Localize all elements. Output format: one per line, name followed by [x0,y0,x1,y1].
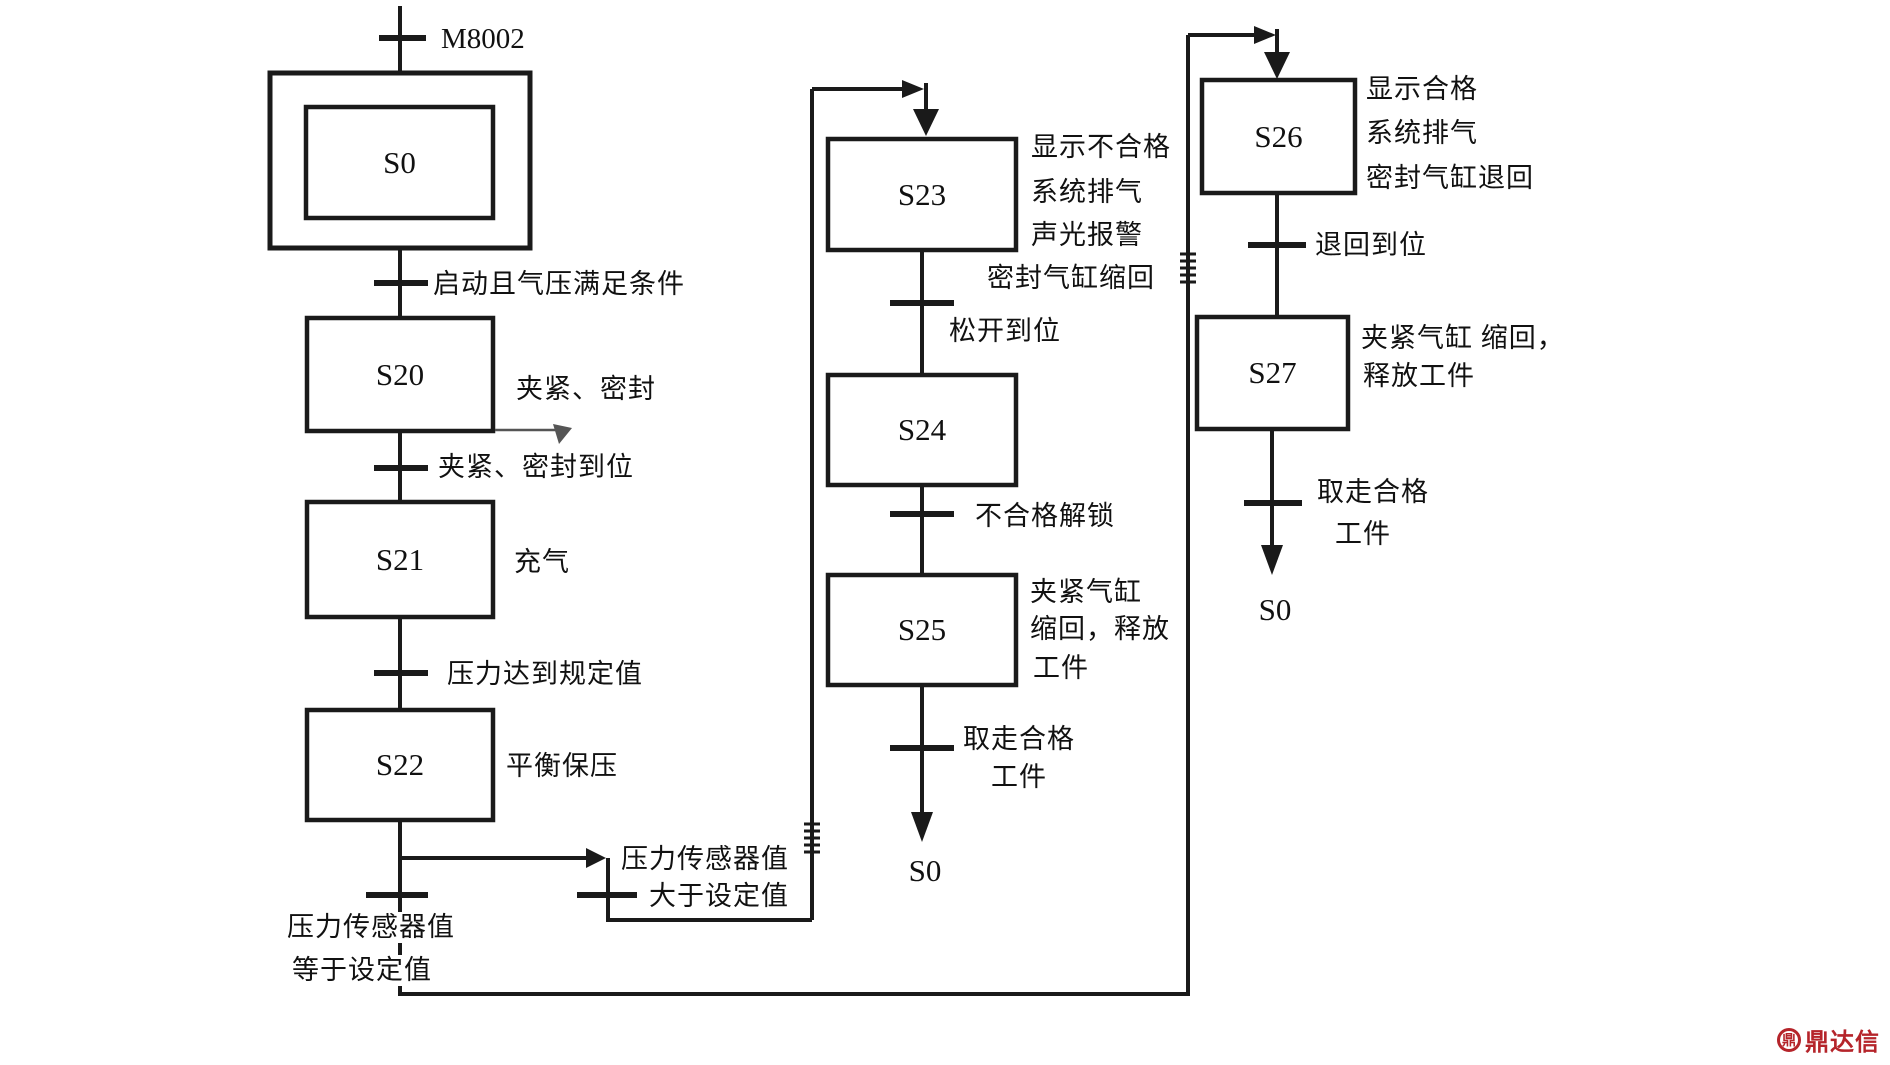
step-s25-label: S25 [897,612,947,647]
middle-column-lines [825,136,1019,842]
step-s24-label: S24 [897,412,947,447]
middle-entry-down-arrowhead-icon [913,109,939,136]
left-column-lines [267,6,1190,996]
middle-jump-arrowhead-icon [911,812,933,842]
branch-right-arrowhead-icon [586,848,606,868]
action-s25-label-line3: 工件 [1033,653,1089,683]
action-s21-label: 充气 [514,547,570,577]
transition-s21-label: 压力达到规定值 [447,659,643,689]
watermark: 鼎 鼎达信 [1777,1022,1880,1057]
transition-s25-label-line1: 取走合格 [963,724,1075,754]
branch-greater-lines [400,80,939,922]
action-s22-label: 平衡保压 [506,751,618,781]
s20-side-arrow [495,424,572,444]
transition-s23-label: 松开到位 [949,316,1061,346]
entry-transition-label: M8002 [441,23,525,55]
right-jump-target-label: S0 [1258,592,1292,627]
step-s20-label: S20 [375,356,425,392]
action-s23-label-line2: 系统排气 [1031,177,1143,207]
transition-greater-label-line2: 大于设定值 [649,881,789,911]
transition-greater-label-line1: 压力传感器值 [621,844,789,874]
transition-equal-label-line1: 压力传感器值 [284,912,458,944]
middle-jump-target-label: S0 [908,853,942,888]
step-s22-label: S22 [375,747,425,782]
action-s26-label-line2: 系统排气 [1366,118,1478,148]
right-column-lines [1180,26,1358,994]
step-s0-label: S0 [383,144,416,180]
action-s26-label-line3: 密封气缸退回 [1366,163,1534,193]
transition-equal-label-line2: 等于设定值 [289,955,435,987]
right-jump-arrowhead-icon [1261,545,1283,575]
action-s25-label-line2: 缩回，释放 [1030,614,1170,644]
transition-s27-label-line1: 取走合格 [1317,477,1429,507]
right-entry-down-arrowhead-icon [1264,52,1290,79]
action-s27-label-line2: 释放工件 [1363,361,1475,391]
action-s23-label-line4: 密封气缸缩回 [987,263,1155,293]
transition-s27-label-line2: 工件 [1335,519,1391,549]
step-s0-inner-box [303,104,496,221]
s20-side-arrowhead-icon [553,424,572,444]
watermark-text: 鼎达信 [1805,1030,1880,1056]
action-s25-label-line1: 夹紧气缸 [1030,577,1142,607]
action-s20-label: 夹紧、密封 [516,374,656,404]
action-s26-label-line1: 显示合格 [1366,74,1478,104]
transition-start-label: 启动且气压满足条件 [433,269,685,299]
right-entry-right-arrowhead-icon [1254,26,1276,44]
transition-s24-label: 不合格解锁 [975,501,1115,531]
step-s21-label: S21 [375,541,425,577]
step-s26-label: S26 [1254,118,1303,154]
step-s27-label: S27 [1248,355,1297,390]
transition-s26-label: 退回到位 [1315,230,1427,260]
action-s23-label-line3: 声光报警 [1031,220,1143,250]
action-s27-label-line1: 夹紧气缸 缩回， [1361,323,1565,353]
action-s23-label-line1: 显示不合格 [1031,132,1171,162]
step-s23-label: S23 [897,176,947,212]
watermark-logo-icon: 鼎 [1777,1027,1801,1052]
middle-entry-right-arrowhead-icon [902,80,924,98]
transition-s25-label-line2: 工件 [991,762,1047,792]
transition-s20-label: 夹紧、密封到位 [438,452,634,482]
